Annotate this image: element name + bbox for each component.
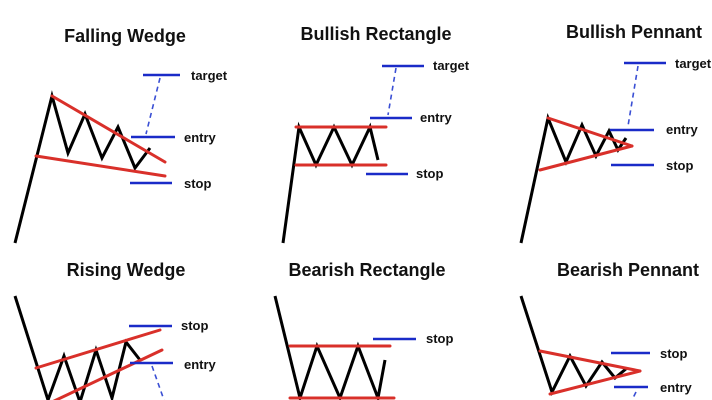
panel-title: Falling Wedge xyxy=(64,26,186,46)
lower-trendline xyxy=(52,348,164,400)
panel-title: Bullish Pennant xyxy=(566,22,702,42)
lower-trendline xyxy=(34,154,167,178)
stop-label: stop xyxy=(666,158,694,173)
panel-title: Bearish Pennant xyxy=(557,260,699,280)
target-label: target xyxy=(191,68,228,83)
target-label: target xyxy=(675,56,712,71)
panel-bearish-pennant: Bearish Pennant stop entry xyxy=(519,260,699,400)
stop-label: stop xyxy=(416,166,444,181)
price-line xyxy=(13,90,152,244)
projection-line xyxy=(145,77,161,135)
lower-trendline xyxy=(538,144,634,172)
stop-label: stop xyxy=(426,331,454,346)
upper-trendline xyxy=(34,328,162,370)
price-line xyxy=(281,121,380,244)
stop-label: stop xyxy=(181,318,209,333)
projection-line xyxy=(387,67,397,116)
projection-line xyxy=(631,391,637,400)
entry-label: entry xyxy=(184,357,217,372)
projection-line xyxy=(627,65,639,127)
panel-title: Rising Wedge xyxy=(67,260,186,280)
panel-bullish-pennant: Bullish Pennant target entry stop xyxy=(519,22,712,244)
entry-label: entry xyxy=(184,130,217,145)
target-label: target xyxy=(433,58,470,73)
panel-rising-wedge: Rising Wedge stop entry xyxy=(13,260,217,400)
entry-label: entry xyxy=(660,380,693,395)
panel-falling-wedge: Falling Wedge target entry stop xyxy=(13,26,228,244)
upper-trendline xyxy=(538,349,642,373)
entry-label: entry xyxy=(420,110,453,125)
projection-line xyxy=(151,365,165,400)
stop-label: stop xyxy=(660,346,688,361)
entry-label: entry xyxy=(666,122,699,137)
stop-label: stop xyxy=(184,176,212,191)
panel-bullish-rectangle: Bullish Rectangle target entry stop xyxy=(281,24,470,244)
panel-title: Bullish Rectangle xyxy=(300,24,451,44)
upper-trendline xyxy=(50,94,167,164)
price-line xyxy=(13,295,142,400)
price-line xyxy=(519,112,628,244)
upper-trendline xyxy=(546,116,634,148)
lower-trendline xyxy=(548,369,642,396)
panel-bearish-rectangle: Bearish Rectangle stop xyxy=(273,260,454,400)
panel-title: Bearish Rectangle xyxy=(288,260,445,280)
